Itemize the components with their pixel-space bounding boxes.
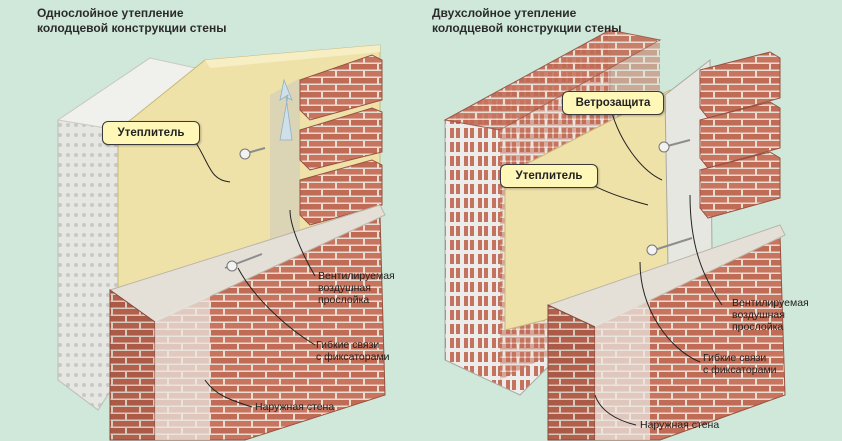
left-air-gap-label-line-3: прослойка (318, 294, 370, 306)
right-wind-barrier-callout: Ветрозащита (562, 91, 664, 115)
right-title-line-2: колодцевой конструкции стены (432, 21, 622, 35)
left-insulation-callout: Утеплитель (102, 121, 200, 145)
left-air-gap-label-line-1: Вентилируемая (318, 270, 395, 282)
left-air-flow-arrow (279, 78, 293, 141)
right-air-gap-label: Вентилируемая воздушная прослойка (732, 297, 809, 333)
right-title-line-1: Двухслойное утепление (432, 6, 577, 20)
right-air-gap-label-line-3: прослойка (732, 321, 784, 333)
right-air-gap-label-line-2: воздушная (732, 309, 785, 321)
left-title-line-2: колодцевой конструкции стены (37, 21, 227, 35)
left-wall-assembly (56, 44, 386, 441)
left-air-gap-label: Вентилируемая воздушная прослойка (318, 270, 395, 306)
right-air-gap-label-line-1: Вентилируемая (732, 297, 809, 309)
left-diagram-title: Однослойное утепление колодцевой констру… (37, 6, 226, 36)
left-ties-label-line-2: с фиксаторами (316, 351, 390, 363)
left-outer-wall-label: Наружная стена (255, 401, 335, 413)
right-ties-label-line-1: Гибкие связи (703, 352, 767, 364)
right-wall-assembly (443, 29, 786, 441)
right-ties-label: Гибкие связи с фиксаторами (703, 352, 777, 376)
left-air-gap-label-line-2: воздушная (318, 282, 371, 294)
left-title-line-1: Однослойное утепление (37, 6, 184, 20)
right-ties-label-line-2: с фиксаторами (703, 364, 777, 376)
left-ties-label-line-1: Гибкие связи (316, 339, 380, 351)
right-insulation-callout: Утеплитель (500, 164, 598, 188)
right-diagram-title: Двухслойное утепление колодцевой констру… (432, 6, 621, 36)
right-outer-wall-label: Наружная стена (640, 419, 720, 431)
left-ties-label: Гибкие связи с фиксаторами (316, 339, 390, 363)
